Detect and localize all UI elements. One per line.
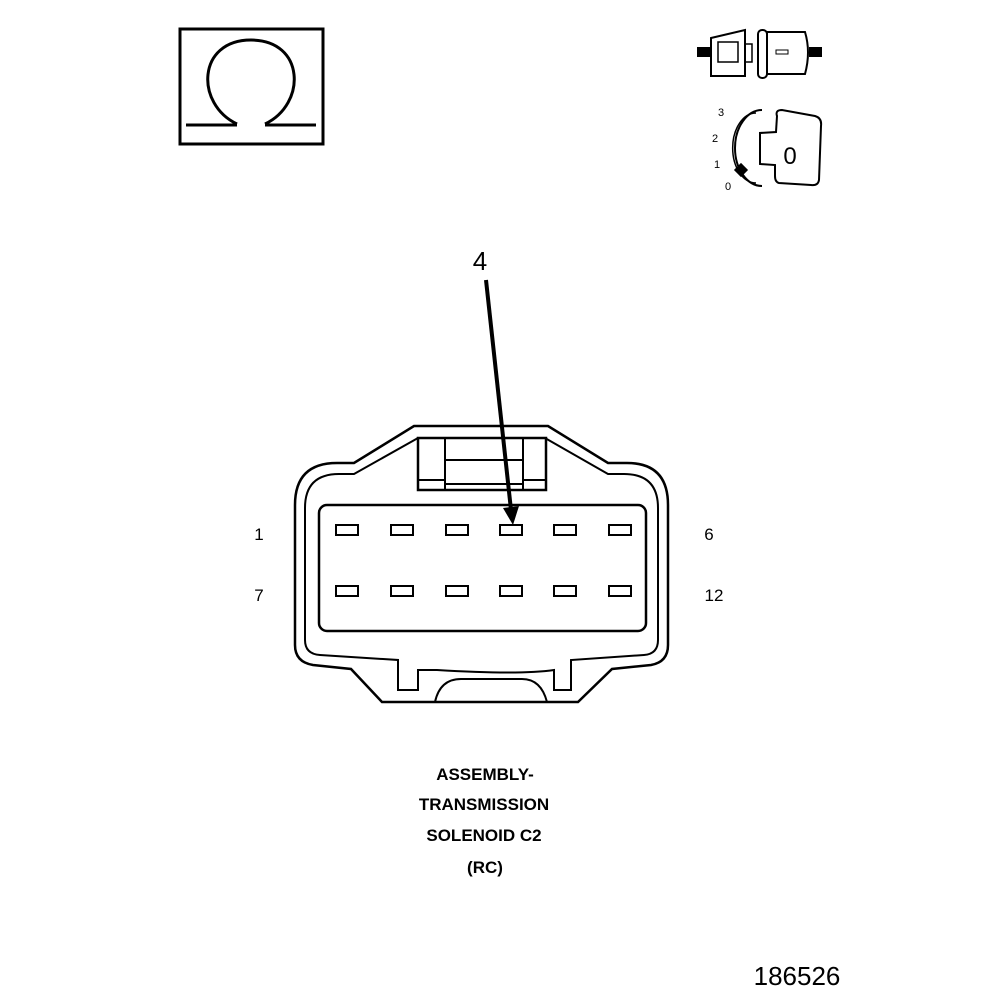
ignition-position-3: 3 [718, 107, 724, 119]
caption-line-4: (RC) [467, 858, 503, 877]
terminal-11 [553, 585, 577, 597]
terminal-3 [445, 524, 469, 536]
ignition-key-icon: 3 2 1 0 0 [712, 107, 823, 193]
terminal-9 [445, 585, 469, 597]
pin-label-1: 1 [254, 525, 263, 544]
terminal-4 [499, 524, 523, 536]
ignition-position-0: 0 [725, 181, 731, 193]
ignition-position-1: 1 [714, 159, 720, 171]
ignition-position-2: 2 [712, 133, 718, 145]
disconnected-connector-icon [697, 28, 822, 79]
terminal-7 [335, 585, 359, 597]
pin-label-12: 12 [705, 586, 724, 605]
pin-label-7: 7 [254, 586, 263, 605]
terminal-12 [608, 585, 632, 597]
connector-body [293, 424, 670, 704]
terminal-1 [335, 524, 359, 536]
locking-latch [416, 436, 548, 492]
caption-line-1: ASSEMBLY- [436, 765, 534, 784]
terminal-6 [608, 524, 632, 536]
terminal-10 [499, 585, 523, 597]
terminal-cavity-area [317, 503, 648, 633]
callout-number: 4 [473, 246, 487, 276]
connector-caption: ASSEMBLY- TRANSMISSION SOLENOID C2 (RC) [419, 765, 549, 877]
terminal-2 [390, 524, 414, 536]
terminal-row-bottom [335, 585, 632, 597]
pin-callout: 4 [473, 246, 519, 525]
caption-line-3: SOLENOID C2 [426, 826, 541, 845]
pin-label-6: 6 [704, 525, 713, 544]
caption-line-2: TRANSMISSION [419, 795, 549, 814]
figure-number: 186526 [754, 961, 841, 991]
terminal-8 [390, 585, 414, 597]
terminal-row-top [335, 524, 632, 536]
terminal-5 [553, 524, 577, 536]
ohmmeter-symbol-icon [178, 27, 325, 146]
ignition-key-label: 0 [783, 143, 796, 170]
